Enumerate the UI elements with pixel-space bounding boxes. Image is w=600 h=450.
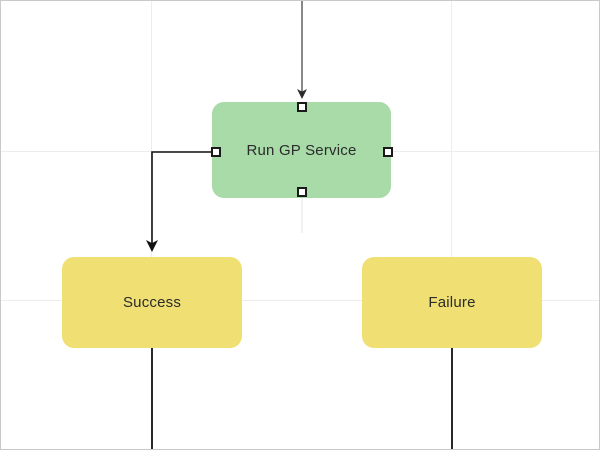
port-left-handle[interactable] <box>211 147 221 157</box>
node-success[interactable]: Success <box>62 257 242 348</box>
node-label-failure: Failure <box>428 294 476 311</box>
port-bottom-handle[interactable] <box>297 187 307 197</box>
node-label-success: Success <box>122 294 182 311</box>
grid-line-vertical <box>451 1 452 449</box>
node-failure[interactable]: Failure <box>362 257 542 348</box>
node-label-run-gp-service: Run GP Service <box>246 141 357 159</box>
port-top-handle[interactable] <box>297 102 307 112</box>
node-run-gp-service[interactable]: Run GP Service <box>212 102 391 198</box>
port-right-handle[interactable] <box>383 147 393 157</box>
grid-line-vertical <box>151 1 152 449</box>
edge-run-to-success[interactable] <box>146 151 211 252</box>
